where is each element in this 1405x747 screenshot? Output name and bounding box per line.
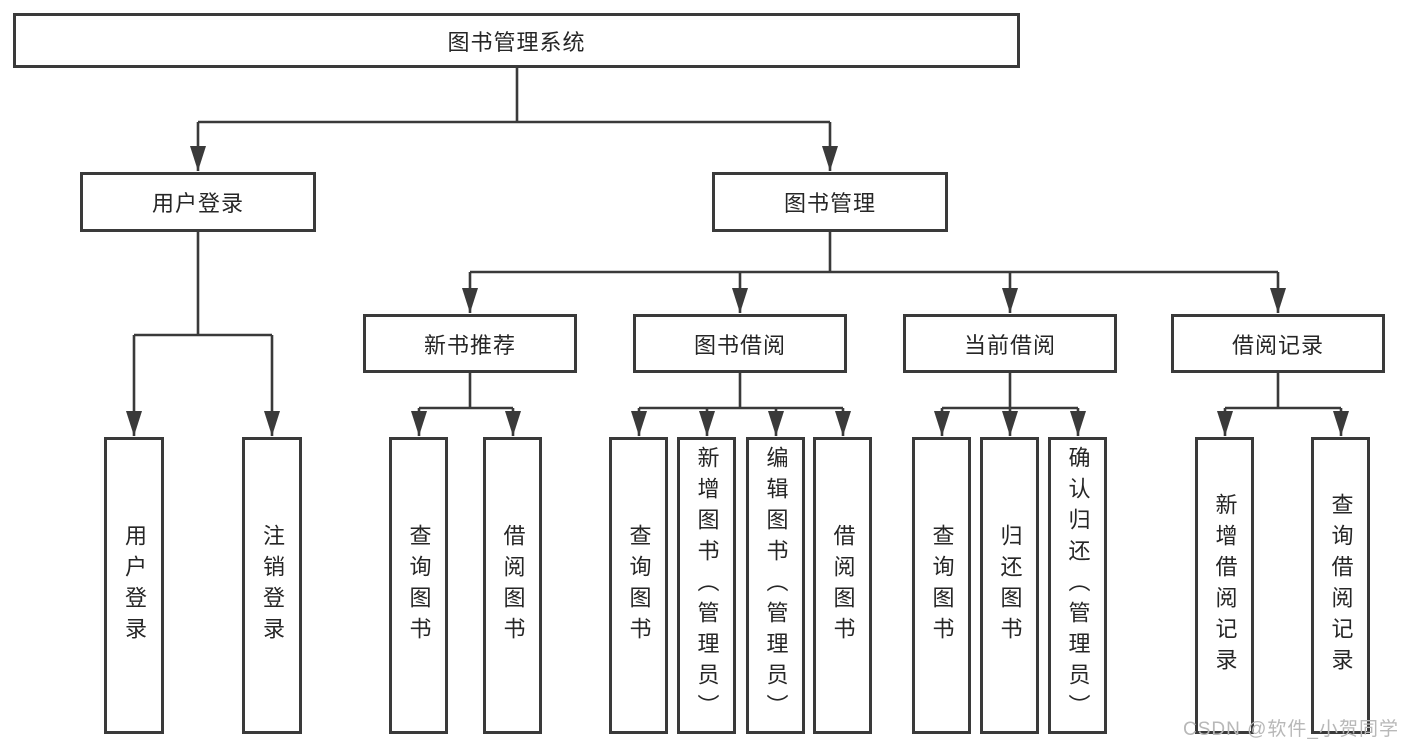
node-user-login: 用户登录	[80, 172, 316, 232]
leaf-add-book-admin: 新增图书（管理员）	[677, 437, 736, 734]
leaf-user-login: 用户登录	[104, 437, 164, 734]
node-book-management: 图书管理	[712, 172, 948, 232]
node-borrow-records: 借阅记录	[1171, 314, 1385, 373]
leaf-return-book: 归还图书	[980, 437, 1039, 734]
leaf-query-borrow-record: 查询借阅记录	[1311, 437, 1370, 734]
leaf-confirm-return-admin: 确认归还（管理员）	[1048, 437, 1107, 734]
leaf-edit-book-admin: 编辑图书（管理员）	[746, 437, 805, 734]
leaf-query-books-current: 查询图书	[912, 437, 971, 734]
leaf-borrow-books: 借阅图书	[813, 437, 872, 734]
leaf-query-books-recommend: 查询图书	[389, 437, 448, 734]
leaf-add-borrow-record: 新增借阅记录	[1195, 437, 1254, 734]
node-library-system: 图书管理系统	[13, 13, 1020, 68]
node-new-book-recommend: 新书推荐	[363, 314, 577, 373]
node-book-borrow: 图书借阅	[633, 314, 847, 373]
leaf-query-books-borrow: 查询图书	[609, 437, 668, 734]
node-current-borrow: 当前借阅	[903, 314, 1117, 373]
leaf-borrow-books-recommend: 借阅图书	[483, 437, 542, 734]
leaf-logout: 注销登录	[242, 437, 302, 734]
watermark-text: CSDN @软件_小贺同学	[1183, 719, 1399, 740]
